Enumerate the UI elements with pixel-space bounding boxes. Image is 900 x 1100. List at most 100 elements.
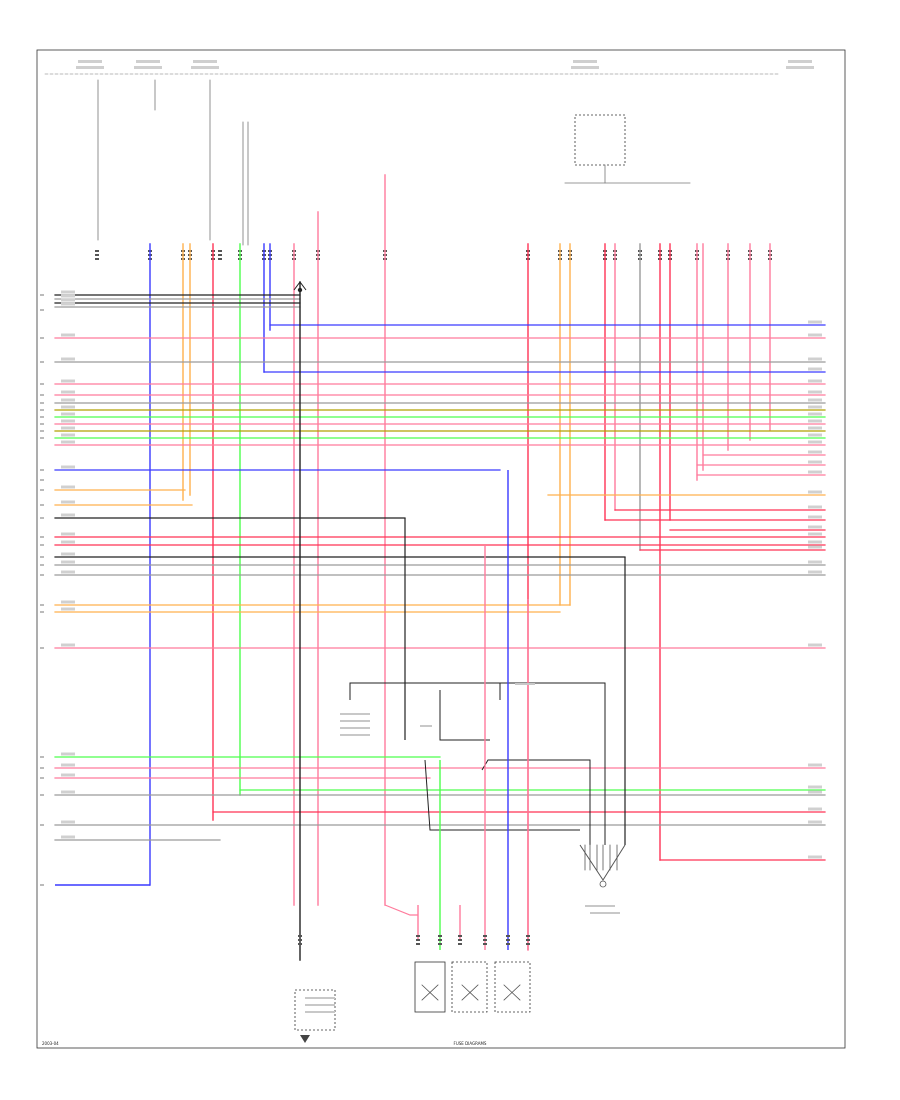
wire-code-left (61, 643, 75, 647)
pin-number (40, 469, 44, 471)
wire-code-right (808, 460, 822, 464)
wire-code-right (808, 390, 822, 394)
wire-code-right (808, 333, 822, 337)
component-label (340, 734, 370, 736)
wire-code-left (61, 333, 75, 337)
ground-terminal (298, 943, 302, 945)
resistor-node (599, 880, 607, 888)
top-label-mark (191, 66, 219, 69)
motor-terminal (458, 939, 462, 941)
wire-code-right (808, 540, 822, 544)
pin-number (40, 777, 44, 779)
wire-code-right (808, 405, 822, 409)
motor-terminal (506, 943, 510, 945)
wire-code-left (61, 440, 75, 444)
component-label (420, 725, 432, 727)
wire-code-right (808, 367, 822, 371)
footer-left: 2003-04 (42, 1041, 59, 1046)
pin-number (40, 756, 44, 758)
component-label (515, 683, 535, 685)
motor-terminal (458, 935, 462, 937)
wire-code-left (61, 405, 75, 409)
pin-number (40, 824, 44, 826)
wire-code-right (808, 525, 822, 529)
wire-code-right (808, 763, 822, 767)
component-label (340, 713, 370, 715)
wire-code-right (808, 785, 822, 789)
top-label: HOT AT ALL TIMES (785, 55, 814, 59)
component-label (585, 905, 615, 907)
wire-code-right (808, 419, 822, 423)
motor-terminal (438, 943, 442, 945)
pin-number (40, 423, 44, 425)
relay-box (574, 114, 626, 166)
terminal-mark (218, 254, 222, 256)
top-label: HOT IN RUN & START (131, 55, 165, 59)
wire-code-left (61, 302, 75, 306)
pin-number (40, 409, 44, 411)
motor-box (451, 961, 488, 1013)
module-lead (481, 759, 591, 845)
wire-code-left (61, 419, 75, 423)
pin-number (40, 309, 44, 311)
pin-number (40, 489, 44, 491)
ground-symbol (300, 1035, 310, 1043)
pin-number (40, 884, 44, 886)
top-label: HOT IN RUN & START (188, 55, 222, 59)
motor-terminal (458, 943, 462, 945)
diagram-frame (36, 49, 846, 1049)
motor-box (494, 961, 531, 1013)
top-label-mark (788, 60, 812, 63)
pin-number (40, 504, 44, 506)
component-label (305, 997, 335, 999)
module-label: BLOWER MOTOR RESISTOR (578, 897, 622, 901)
pin-number (40, 430, 44, 432)
motor-terminal (483, 939, 487, 941)
wire-code-right (808, 379, 822, 383)
pin-number (40, 574, 44, 576)
motor-terminal (506, 939, 510, 941)
top-label-mark (136, 60, 160, 63)
component-label (340, 720, 370, 722)
wire-code-left (61, 560, 75, 564)
pin-number (40, 294, 44, 296)
motor-terminal (483, 935, 487, 937)
wire-code-left (61, 357, 75, 361)
motor-terminal (438, 939, 442, 941)
pin-number (40, 544, 44, 546)
motor-terminal (483, 943, 487, 945)
wire-code-right (808, 490, 822, 494)
wire-code-right (808, 320, 822, 324)
ground-return (424, 759, 580, 831)
pin-number (40, 416, 44, 418)
pin-number (40, 517, 44, 519)
component-label (305, 1004, 335, 1006)
wire-code-left (61, 426, 75, 430)
wire-code-left (61, 513, 75, 517)
wire-code-right (808, 426, 822, 430)
wire-code-left (61, 412, 75, 416)
wire-code-left (61, 465, 75, 469)
wire-code-left (61, 500, 75, 504)
pin-number (40, 361, 44, 363)
switch-assembly-wire (349, 682, 606, 845)
splice-dot (297, 287, 303, 293)
pin-number (40, 611, 44, 613)
motor-terminal (416, 943, 420, 945)
motor-feed (384, 904, 418, 916)
motor-terminal (416, 939, 420, 941)
module-label: SWITCH ASSEMBLY (295, 999, 325, 1003)
wire-code-right (808, 790, 822, 794)
pin-number (40, 479, 44, 481)
top-label-mark (76, 66, 104, 69)
wire-code-right (808, 412, 822, 416)
wire-code-right (808, 545, 822, 549)
wire-code-left (61, 540, 75, 544)
pin-number (40, 647, 44, 649)
top-label-mark (571, 66, 599, 69)
top-label-mark (193, 60, 217, 63)
footer-center: FUSE DIAGRAMS (454, 1041, 487, 1046)
terminal-mark (95, 258, 99, 260)
pin-number (40, 564, 44, 566)
